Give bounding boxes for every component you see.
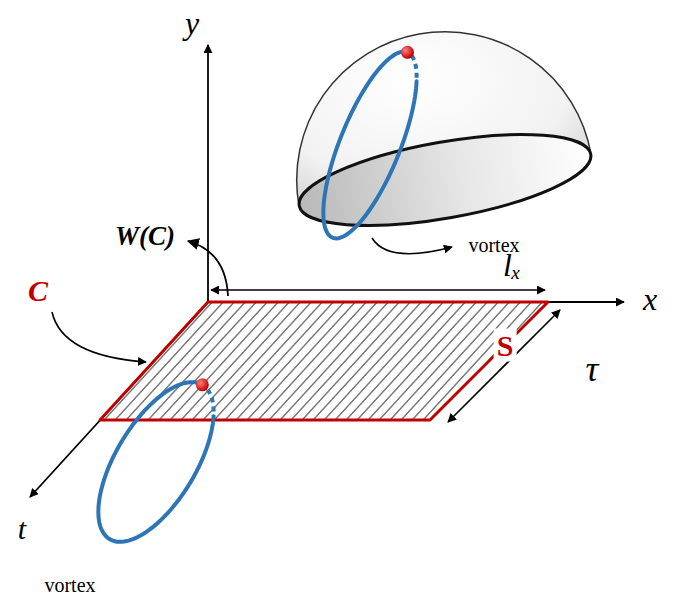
axis-label-wrap: y — [185, 6, 199, 41]
vortex-loop — [323, 52, 416, 239]
axis-label: y — [185, 6, 199, 41]
y-axis — [207, 45, 209, 302]
vortex-endpoint — [196, 378, 209, 391]
vortex-label-wrap: vortex — [44, 574, 95, 596]
wilson-loop-label: W(C) — [115, 222, 175, 252]
length-dimension — [211, 289, 545, 291]
time-dimension — [448, 310, 560, 422]
hemisphere-rim — [293, 117, 598, 243]
axis-label: t — [18, 512, 26, 545]
vortex-label-wrap: vortex — [468, 234, 519, 256]
vortex-loop — [98, 382, 213, 542]
vortex-endpoint — [401, 46, 414, 59]
axis-label: x — [643, 282, 657, 317]
surface-hatching — [100, 302, 548, 420]
surface-label: S — [494, 329, 517, 362]
axis-label-wrap: t — [18, 512, 26, 545]
pointer-arrow — [188, 241, 228, 296]
vortex-hidden-part — [208, 390, 214, 417]
loop-c — [100, 302, 548, 420]
dimension-label-wrap: τ — [586, 350, 599, 390]
surface-label-wrap: S — [494, 329, 517, 362]
pointer-arrow — [52, 312, 146, 362]
vortex-label: vortex — [468, 234, 519, 256]
loop-label-wrap: C — [28, 274, 48, 307]
wilson-loop-label-wrap: W(C) — [115, 222, 175, 252]
vortex-hidden-part — [412, 56, 417, 82]
vortex-label: vortex — [44, 574, 95, 596]
loop-label: C — [28, 274, 48, 307]
axis-label-wrap: x — [643, 282, 657, 317]
dimension-label: τ — [586, 350, 599, 390]
pointer-arrow — [372, 238, 452, 254]
